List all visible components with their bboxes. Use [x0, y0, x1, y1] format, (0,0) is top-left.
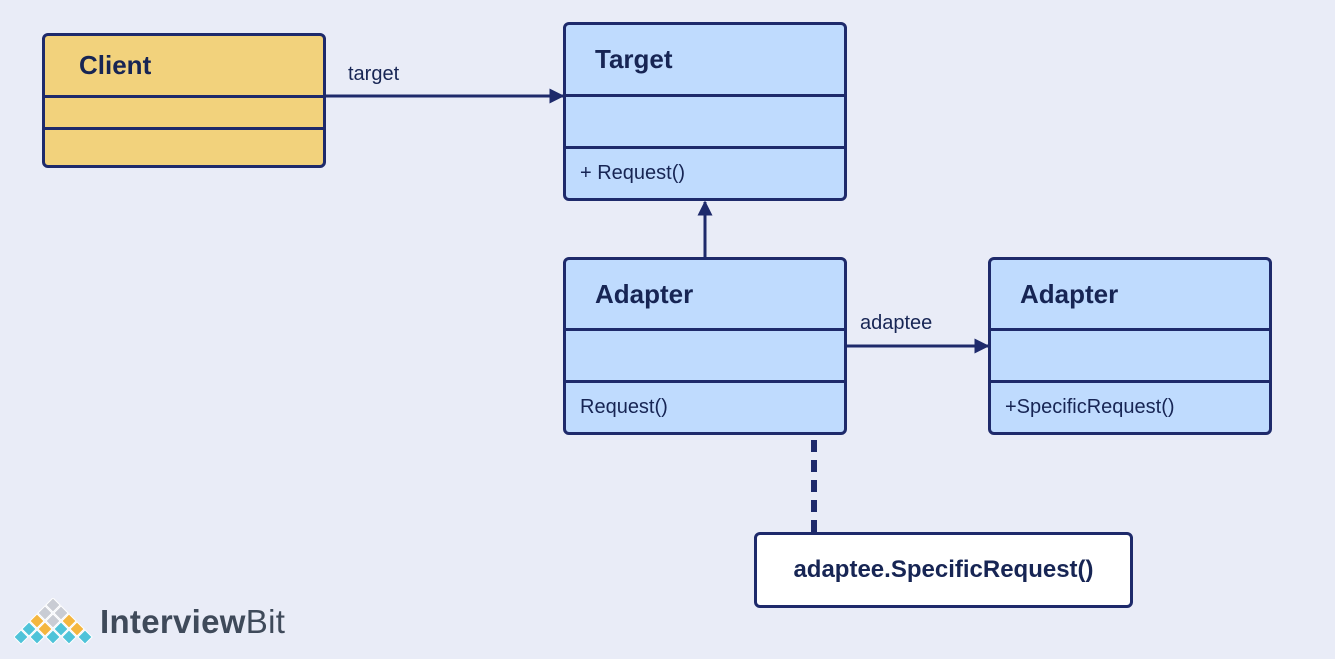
- interviewbit-logo: InterviewBit: [14, 598, 285, 646]
- logo-wordmark-bold: Interview: [100, 603, 246, 640]
- adapter-class: Adapter Request(): [563, 257, 847, 435]
- target-attributes: [566, 97, 844, 149]
- implementation-note: adaptee.SpecificRequest(): [754, 532, 1133, 608]
- adaptee-class-name: Adapter: [991, 260, 1269, 331]
- adaptee-association-label: adaptee: [860, 312, 933, 334]
- logo-wordmark: InterviewBit: [100, 603, 285, 641]
- adapter-class-name: Adapter: [566, 260, 844, 331]
- adaptee-operation: +SpecificRequest(): [1005, 396, 1175, 418]
- client-class: Client: [42, 33, 326, 168]
- logo-wordmark-light: Bit: [245, 603, 286, 640]
- client-operations: [45, 130, 323, 165]
- adapter-attributes: [566, 331, 844, 383]
- target-class-name: Target: [566, 25, 844, 97]
- adapter-operation: Request(): [580, 396, 668, 418]
- target-operation: + Request(): [580, 162, 686, 184]
- client-class-name: Client: [45, 36, 323, 98]
- target-class: Target + Request(): [563, 22, 847, 201]
- target-association-label: target: [348, 63, 400, 85]
- adaptee-class: Adapter +SpecificRequest(): [988, 257, 1272, 435]
- adaptee-attributes: [991, 331, 1269, 383]
- client-attributes: [45, 98, 323, 130]
- logo-mark-icon: [14, 598, 93, 645]
